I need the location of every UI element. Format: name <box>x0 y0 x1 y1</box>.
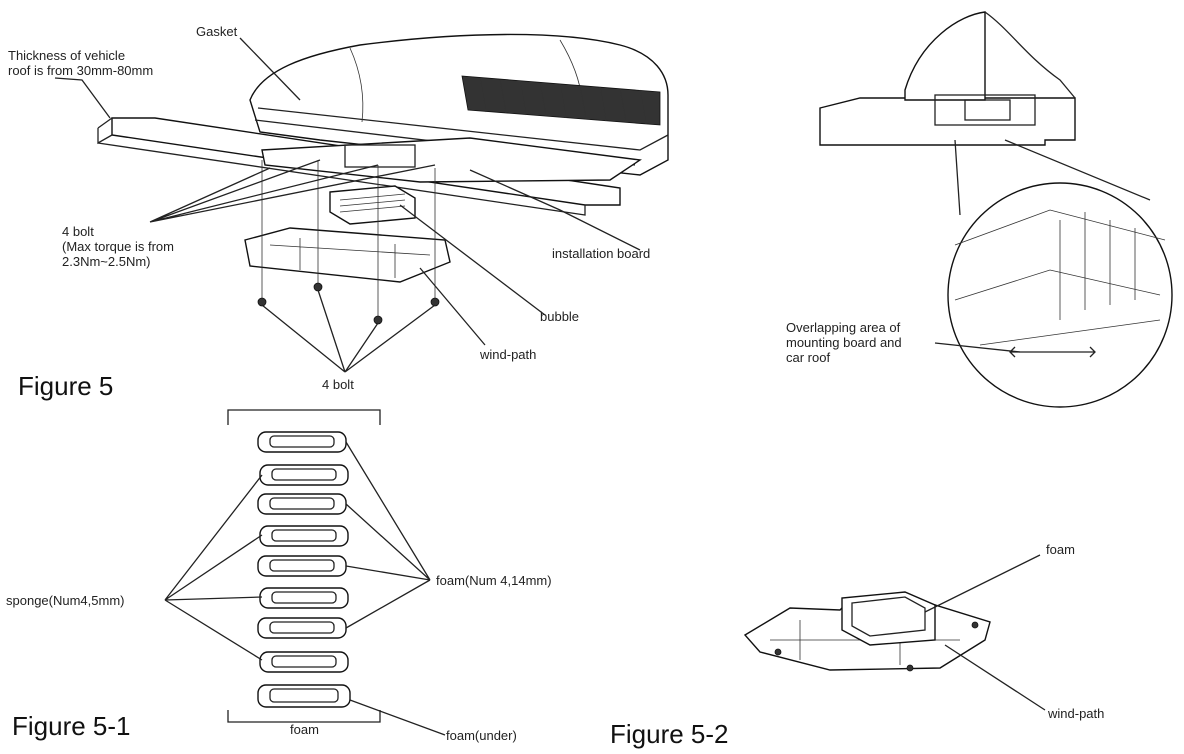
detail-unit-outline <box>984 11 1076 99</box>
magnifier-leaders <box>954 139 1151 216</box>
detail-opening <box>964 99 1011 121</box>
wind-path-leader-2 <box>944 644 1046 711</box>
overlap-label: Overlapping area of mounting board and c… <box>786 320 902 365</box>
wind-path-detail <box>269 238 431 278</box>
bubble-ridges <box>339 193 406 213</box>
foam-label: foam <box>1046 542 1075 557</box>
detail-board <box>934 94 1036 126</box>
overlap-detail-drawing <box>819 11 1173 408</box>
figure5-1-drawing <box>164 409 446 736</box>
sponge-leaders <box>164 474 263 661</box>
figure5-1-caption: Figure 5-1 <box>12 711 131 741</box>
wind-path-leader <box>419 267 486 346</box>
magnifier-ribs <box>1059 212 1136 320</box>
bubble-drawing <box>329 185 416 225</box>
foam-under-leader <box>349 699 446 736</box>
wind-path-label: wind-path <box>480 347 537 362</box>
gasket-label: Gasket <box>196 24 238 39</box>
bolt-guide-lines <box>261 160 436 318</box>
ac-unit-shell <box>249 33 669 176</box>
installation-board-leader <box>469 169 641 251</box>
figure5-2-drawing <box>743 554 1046 711</box>
foam-bottom-label: foam <box>290 722 319 737</box>
sponge-label: sponge(Num4,5mm) <box>6 593 125 608</box>
foam-block <box>841 591 936 646</box>
installation-board-label: installation board <box>552 246 651 261</box>
shell-contour <box>349 47 364 123</box>
bolt-lower-leaders <box>261 289 436 373</box>
board-opening <box>344 144 416 168</box>
gasket-leader <box>239 37 301 101</box>
detail-roof-board <box>819 97 1076 146</box>
grille-slots <box>479 77 647 125</box>
figure5-drawing <box>54 33 669 373</box>
bubble-leader <box>399 204 546 316</box>
wind-path-plate <box>244 227 451 283</box>
bubble-label: bubble <box>540 309 580 324</box>
stack-brackets <box>227 409 381 723</box>
stack-rings <box>257 431 351 708</box>
foam-leader <box>924 554 1041 613</box>
overlap-leader <box>934 342 1021 353</box>
roof-thickness-label: Thickness of vehicle roof is from 30mm-8… <box>8 48 154 78</box>
magnifier-board-lines <box>954 209 1166 346</box>
foam-stack-leaders <box>345 441 431 629</box>
bolt-upper-leaders <box>149 159 436 223</box>
bolt-heads <box>257 282 440 325</box>
bolt-label: 4 bolt <box>322 377 354 392</box>
wind-path-label-2: wind-path <box>1048 706 1105 721</box>
overlap-dimension <box>1009 346 1096 358</box>
foam-under-label: foam(under) <box>446 728 517 743</box>
foam-stack-label: foam(Num 4,14mm) <box>436 573 552 588</box>
ac-unit-seam <box>257 107 669 151</box>
roof-board-edge <box>97 117 586 216</box>
figure5-caption: Figure 5 <box>18 371 114 401</box>
foam-block-inner <box>851 596 926 637</box>
detail-unit-shell <box>904 11 986 101</box>
assembly-bolts <box>774 621 979 672</box>
thickness-leader <box>54 77 111 119</box>
bolt-torque-label: 4 bolt (Max torque is from 2.3Nm~2.5Nm) <box>62 224 174 269</box>
ac-grille <box>461 75 661 126</box>
figure5-2-caption: Figure 5-2 <box>610 719 729 749</box>
